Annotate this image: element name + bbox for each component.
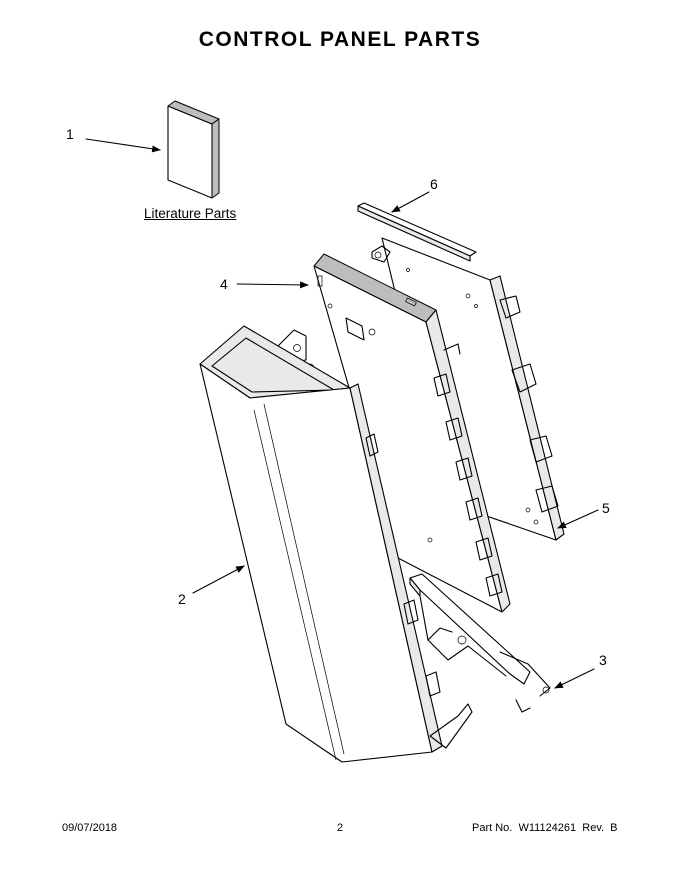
callout-4[interactable]: 4	[220, 276, 228, 292]
page-title: CONTROL PANEL PARTS	[198, 28, 482, 51]
leader-line-1	[85, 138, 161, 153]
callout-3[interactable]: 3	[599, 652, 607, 668]
leader-line-4	[236, 281, 309, 289]
callout-2[interactable]: 2	[178, 591, 186, 607]
lever-bracket-part[interactable]	[409, 573, 551, 713]
footer-part-number: Part No. W11124261 Rev. B	[472, 822, 618, 834]
callout-1[interactable]: 1	[66, 126, 74, 142]
literature-parts-label[interactable]: Literature Parts	[144, 206, 237, 221]
mounting-plate-part[interactable]	[313, 253, 511, 613]
leader-line-2	[192, 565, 245, 594]
bracket-strip-part[interactable]	[357, 202, 477, 262]
leader-line-5	[557, 509, 599, 529]
callout-5[interactable]: 5	[602, 500, 610, 516]
control-panel-housing-part[interactable]	[199, 325, 473, 763]
literature-booklet[interactable]	[167, 100, 220, 199]
leader-line-3	[554, 668, 595, 689]
callout-6[interactable]: 6	[430, 176, 438, 192]
leader-line-6	[391, 191, 430, 213]
footer-page-number: 2	[337, 822, 344, 834]
footer-date: 09/07/2018	[62, 822, 118, 834]
